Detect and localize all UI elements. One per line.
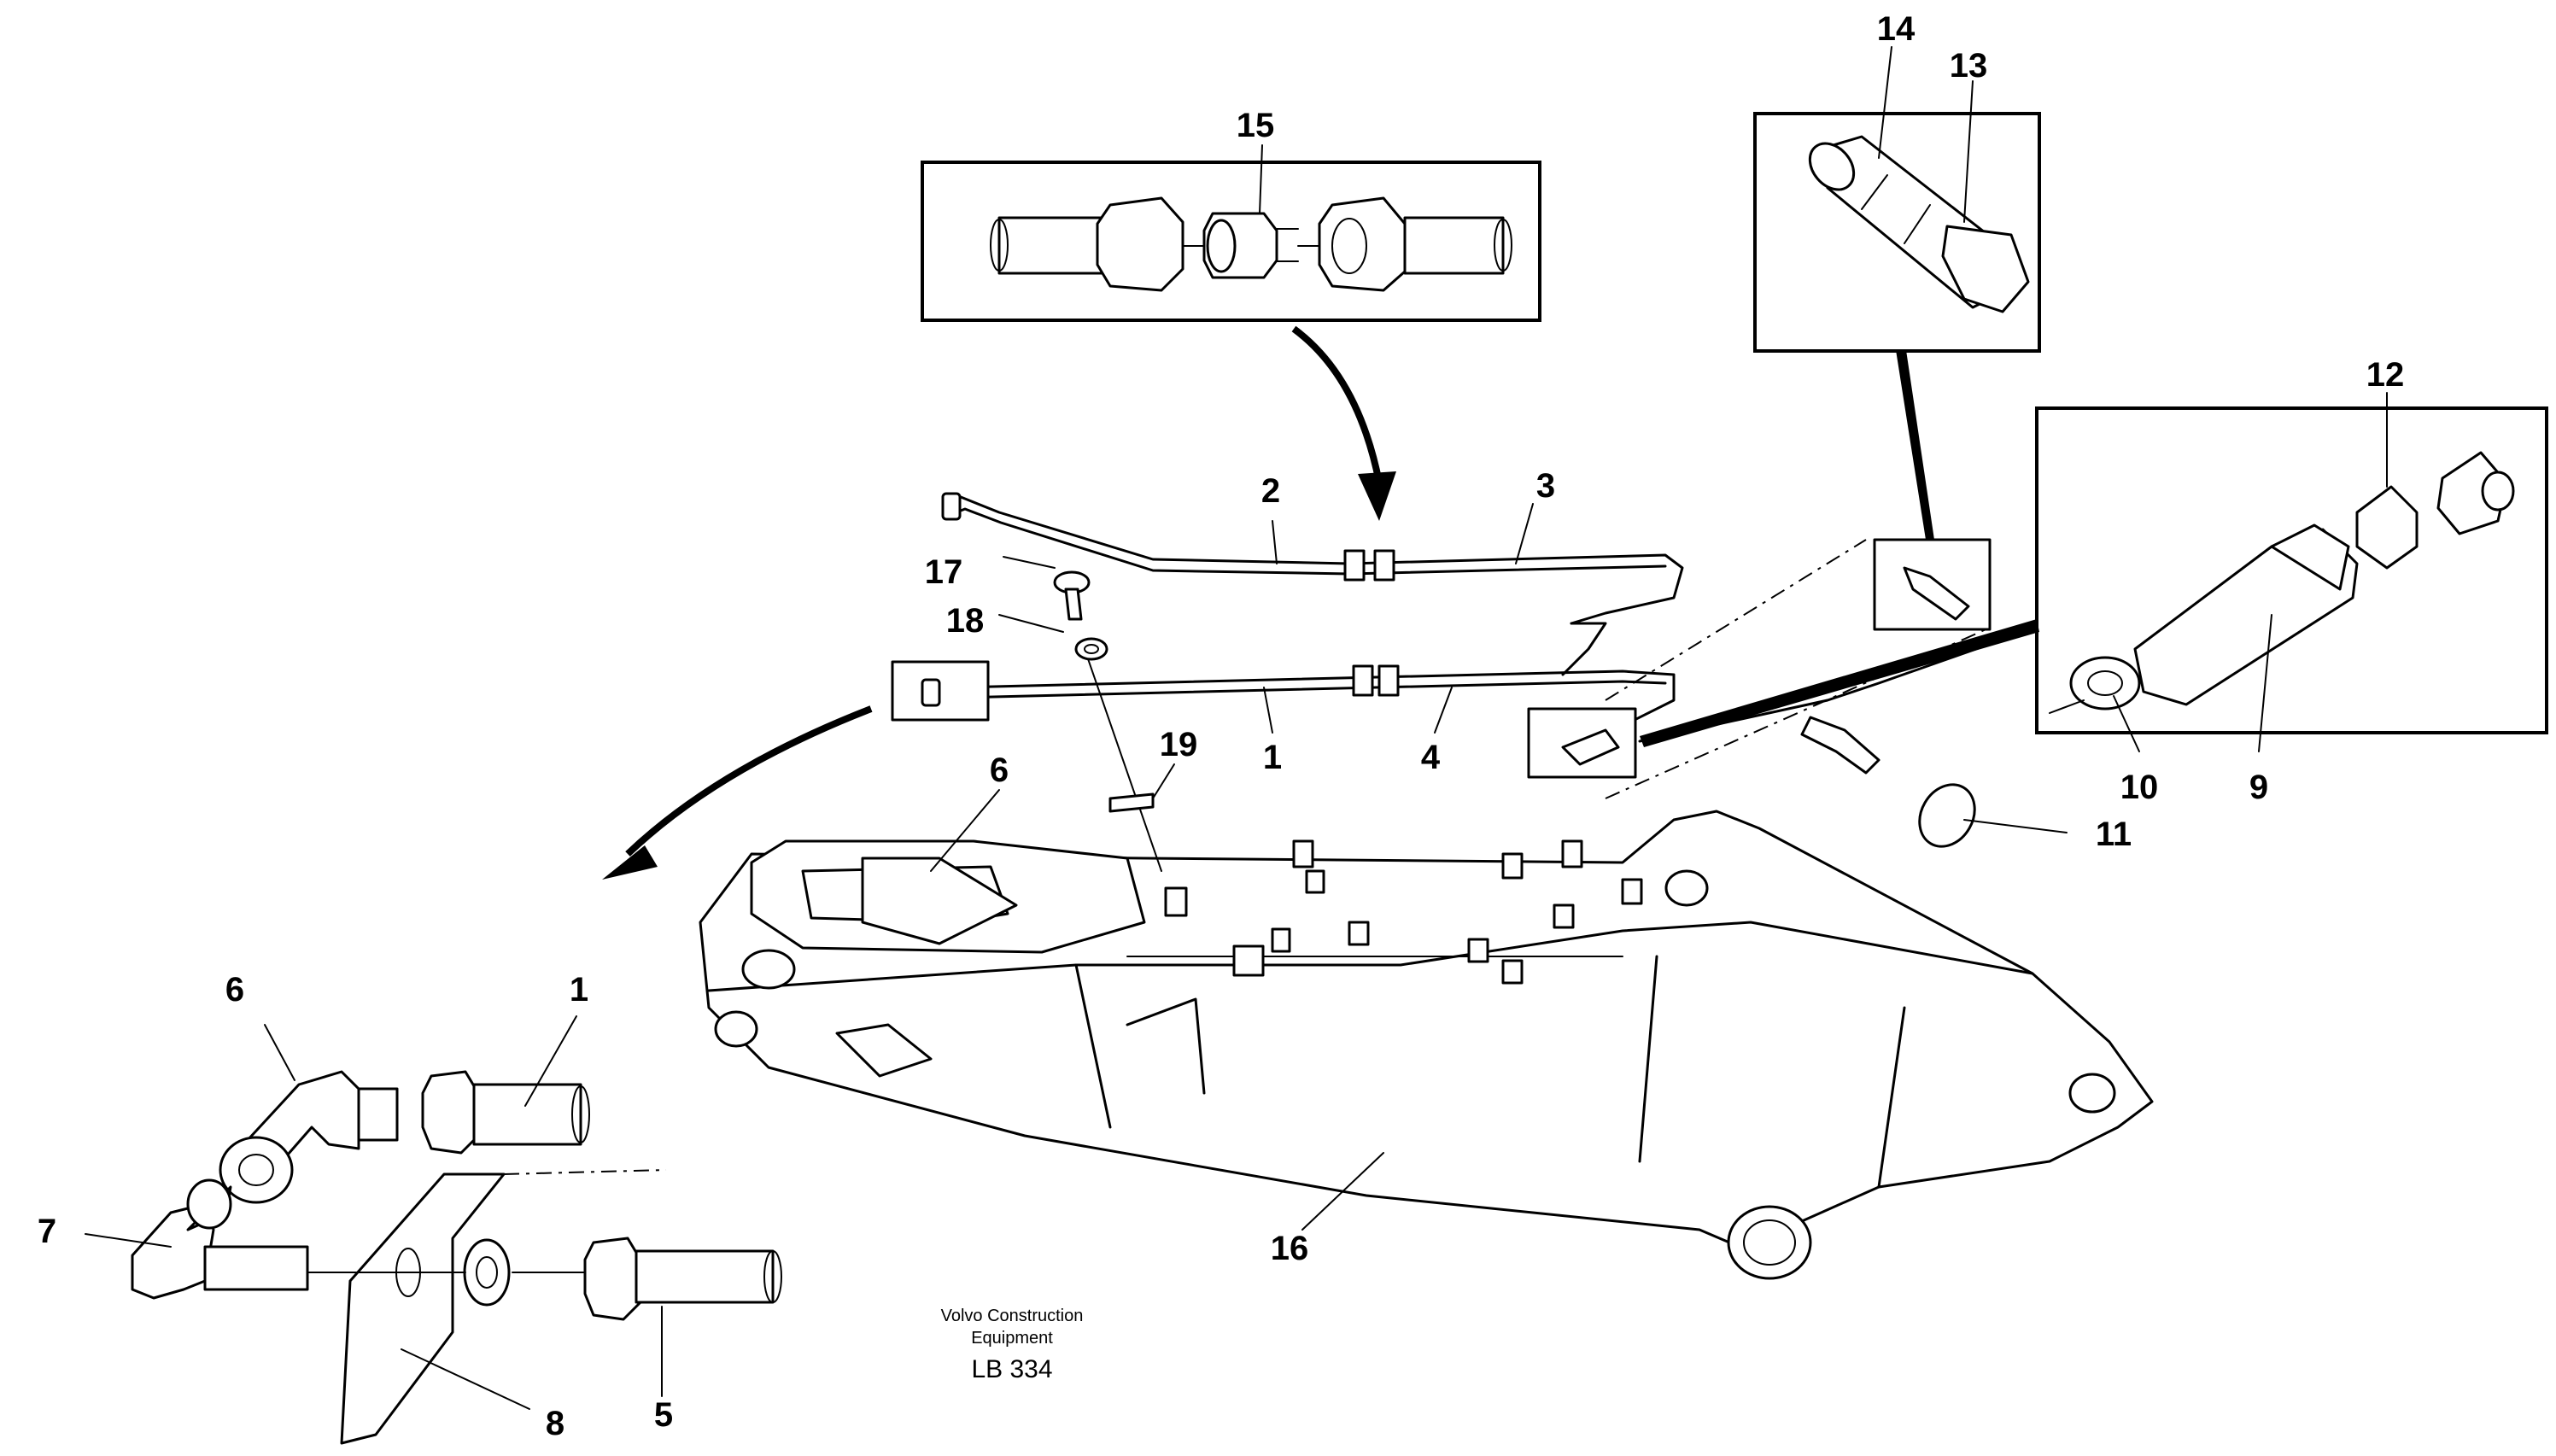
leader-lines [85,46,2388,1410]
callout-5: 5 [654,1396,673,1434]
drawing-code: LB 334 [971,1355,1052,1383]
ring-11 [1918,783,1976,848]
bolt-17 [1053,570,1091,621]
arrow-inset-15 [1291,325,1396,521]
callout-4: 4 [1421,739,1441,776]
callout-19: 19 [1160,726,1198,763]
credit-block: Volvo Construction Equipment LB 334 [941,1307,1084,1383]
callout-labels: 15 14 13 12 2 3 17 18 19 1 4 10 9 11 6 6… [38,10,2404,1442]
callout-6a: 6 [990,751,1009,789]
callout-11: 11 [2096,816,2132,853]
callout-1a: 1 [1263,739,1282,776]
callout-2: 2 [1261,472,1280,510]
credit-line1: Volvo Construction [941,1307,1084,1325]
inset-15-frame [921,161,1541,322]
callout-3: 3 [1536,467,1555,505]
callout-15: 15 [1237,107,1275,144]
boom-assembly [699,810,2154,1280]
callout-18: 18 [946,602,985,640]
callout-8: 8 [546,1405,564,1442]
callout-14: 14 [1877,10,1916,48]
inset-9-12-frame [2035,406,2548,734]
pipe-run [891,350,2039,872]
callout-6b: 6 [225,971,244,1009]
callout-12: 12 [2366,356,2405,394]
arrow-detail [602,705,873,880]
callout-1b: 1 [570,971,588,1009]
callout-9: 9 [2249,769,2268,806]
credit-line2: Equipment [971,1329,1053,1348]
detail-fittings [131,1070,782,1445]
inset-13-14-frame [1753,112,2041,353]
callout-16: 16 [1271,1230,1309,1267]
callout-17: 17 [925,553,963,591]
washer-18 [1074,637,1108,661]
callout-13: 13 [1950,47,1988,85]
callout-7: 7 [38,1213,56,1250]
callout-10: 10 [2120,769,2159,806]
